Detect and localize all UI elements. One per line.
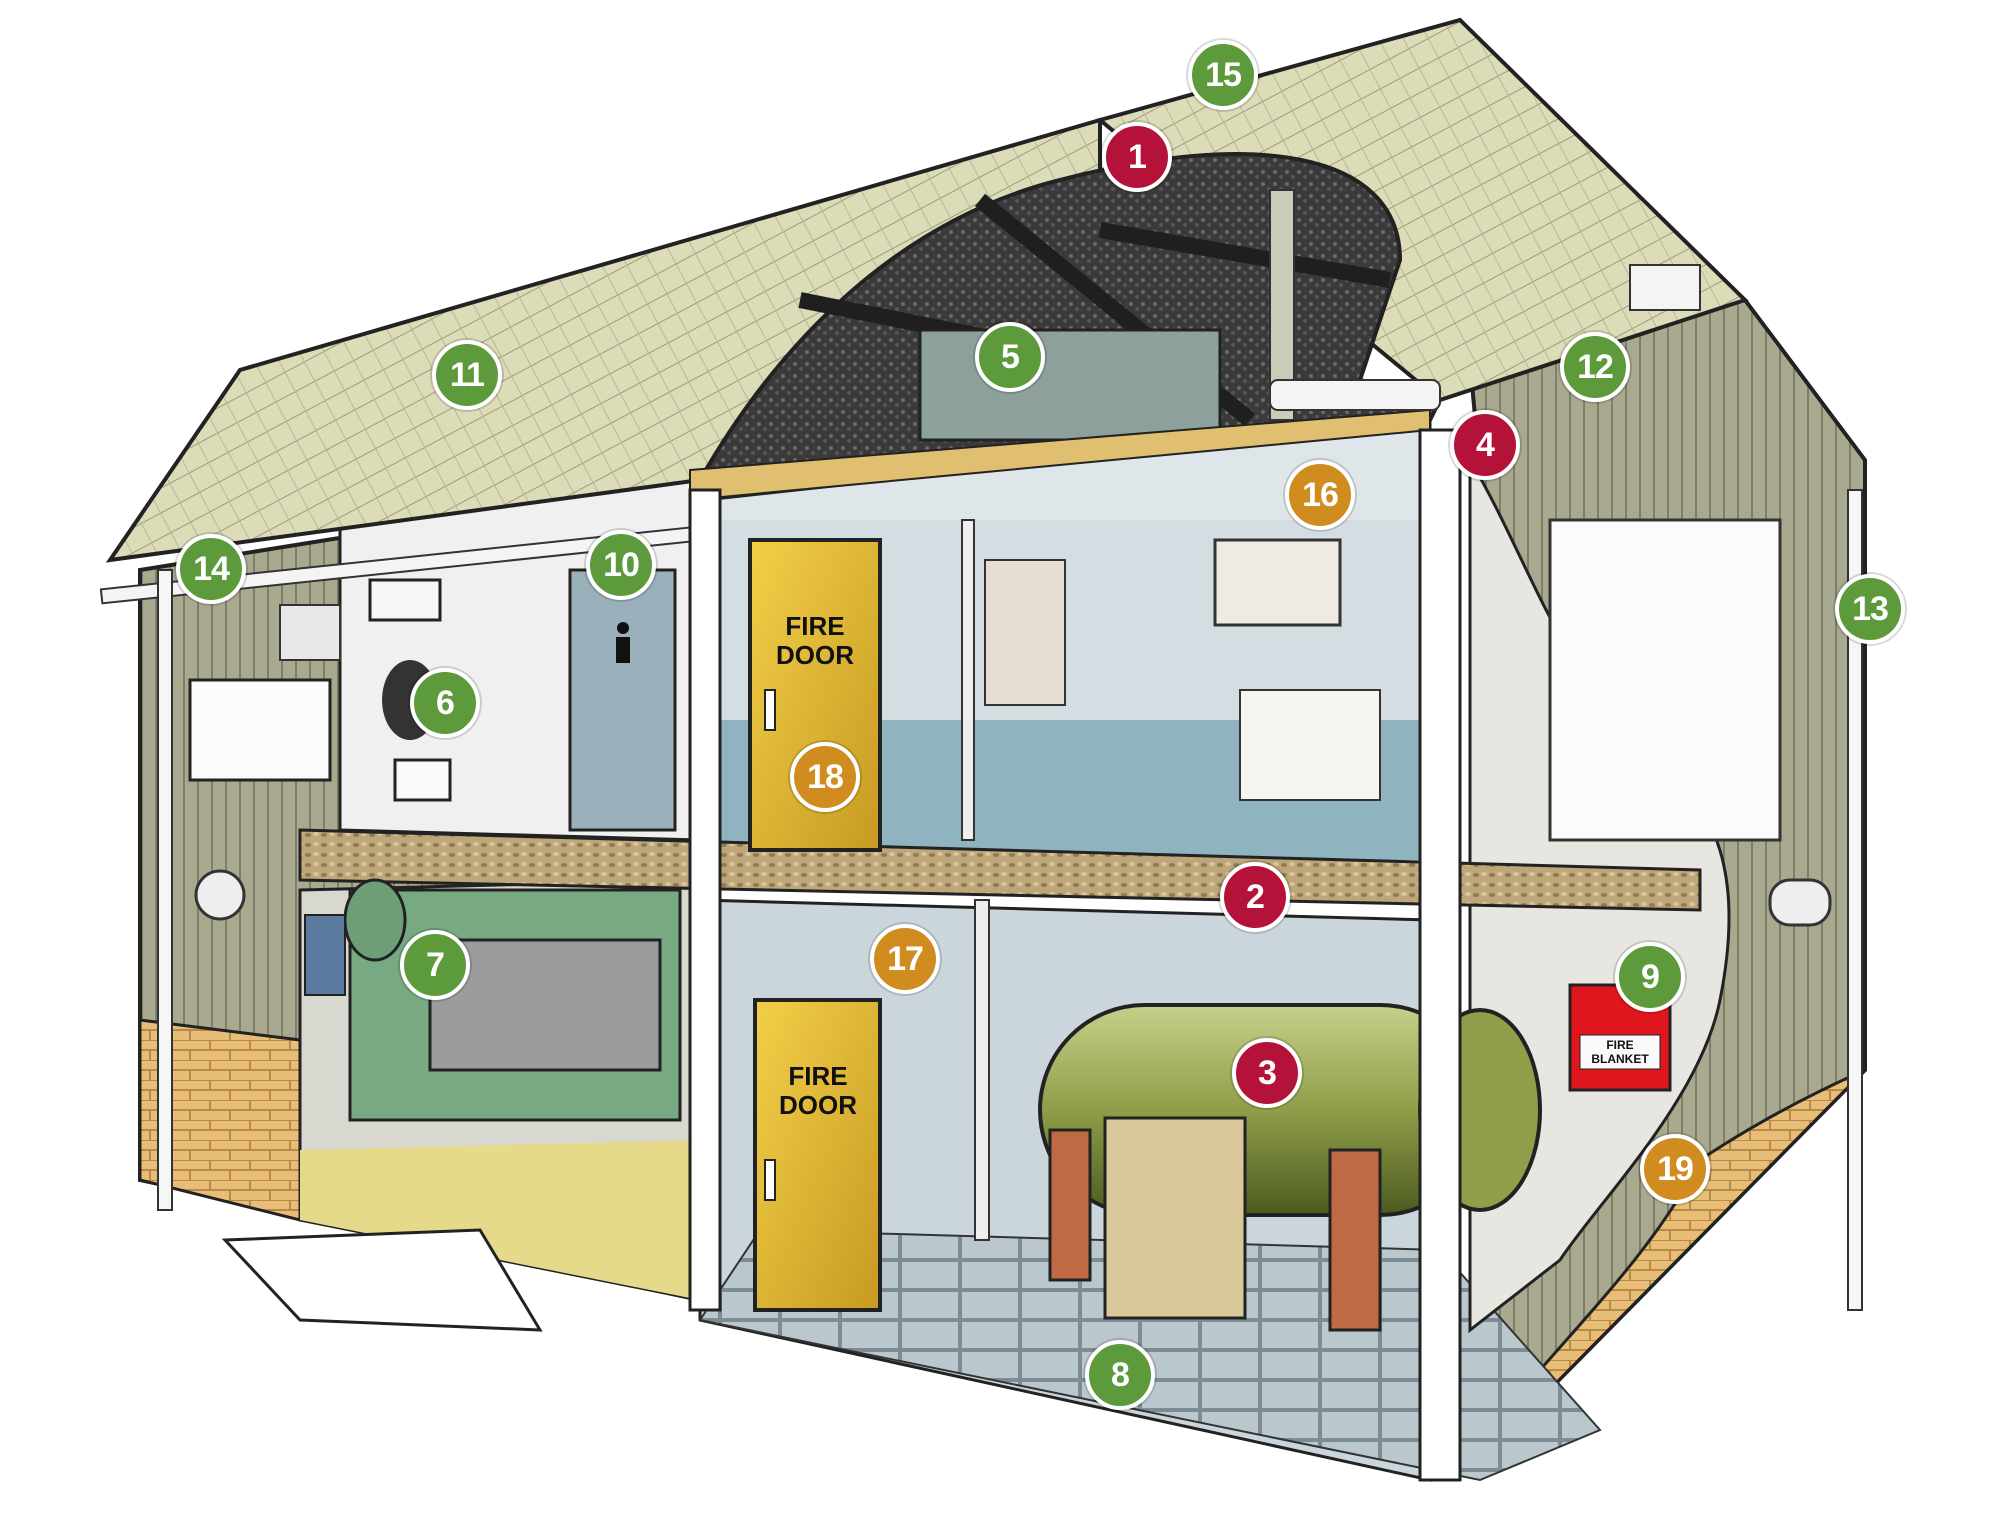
- marker-11-number: 11: [436, 344, 498, 406]
- marker-11: 11: [432, 340, 502, 410]
- fire-door-lower-line2: DOOR: [779, 1090, 857, 1120]
- wall-light: [1770, 880, 1830, 925]
- marker-16-number: 16: [1289, 464, 1351, 526]
- marker-5-number: 5: [979, 326, 1041, 388]
- machinery: [345, 880, 680, 1120]
- gable-vent: [1630, 265, 1700, 310]
- marker-18-number: 18: [794, 746, 856, 808]
- marker-17: 17: [870, 924, 940, 994]
- wall-sign-left: [190, 680, 330, 780]
- marker-17-number: 17: [874, 928, 936, 990]
- marker-7: 7: [400, 930, 470, 1000]
- fire-blanket-line2: BLANKET: [1591, 1052, 1649, 1066]
- marker-9-number: 9: [1619, 946, 1681, 1008]
- marker-4: 4: [1450, 410, 1520, 480]
- fuse-board: [985, 560, 1065, 705]
- marker-12: 12: [1560, 332, 1630, 402]
- marker-2-number: 2: [1224, 866, 1286, 928]
- marker-15-number: 15: [1192, 44, 1254, 106]
- marker-3-number: 3: [1236, 1042, 1298, 1104]
- toilet-door: [570, 570, 675, 830]
- radiator: [1240, 690, 1380, 800]
- marker-19-number: 19: [1644, 1138, 1706, 1200]
- marker-8-number: 8: [1089, 1344, 1151, 1406]
- fire-door-upper-line1: FIRE: [785, 611, 844, 641]
- fire-door-lower: FIRE DOOR: [755, 1000, 880, 1310]
- fire-blanket-line1: FIRE: [1606, 1038, 1633, 1052]
- marker-18: 18: [790, 742, 860, 812]
- marker-13-number: 13: [1839, 578, 1901, 640]
- marker-16: 16: [1285, 460, 1355, 530]
- fire-door-upper-line2: DOOR: [776, 640, 854, 670]
- marker-15: 15: [1188, 40, 1258, 110]
- marker-2: 2: [1220, 862, 1290, 932]
- cabinet: [1105, 1118, 1245, 1318]
- marker-1-number: 1: [1106, 126, 1168, 188]
- wall-vent: [305, 915, 345, 995]
- marker-19: 19: [1640, 1134, 1710, 1204]
- marker-6: 6: [410, 668, 480, 738]
- marker-13: 13: [1835, 574, 1905, 644]
- marker-5: 5: [975, 322, 1045, 392]
- toilet-sign-icon: [616, 622, 630, 663]
- marker-8: 8: [1085, 1340, 1155, 1410]
- marker-10: 10: [586, 530, 656, 600]
- wall-heater: [1215, 540, 1340, 625]
- marker-3: 3: [1232, 1038, 1302, 1108]
- wall-meter: [196, 871, 244, 919]
- loft-water-tank: [920, 330, 1220, 440]
- fire-door-lower-line1: FIRE: [788, 1061, 847, 1091]
- marker-7-number: 7: [404, 934, 466, 996]
- marker-14: 14: [176, 534, 246, 604]
- marker-6-number: 6: [414, 672, 476, 734]
- downpipe-left: [158, 570, 172, 1210]
- marker-14-number: 14: [180, 538, 242, 600]
- marker-9: 9: [1615, 942, 1685, 1012]
- marker-4-number: 4: [1454, 414, 1516, 476]
- marker-12-number: 12: [1564, 336, 1626, 398]
- marker-1: 1: [1102, 122, 1172, 192]
- marker-10-number: 10: [590, 534, 652, 596]
